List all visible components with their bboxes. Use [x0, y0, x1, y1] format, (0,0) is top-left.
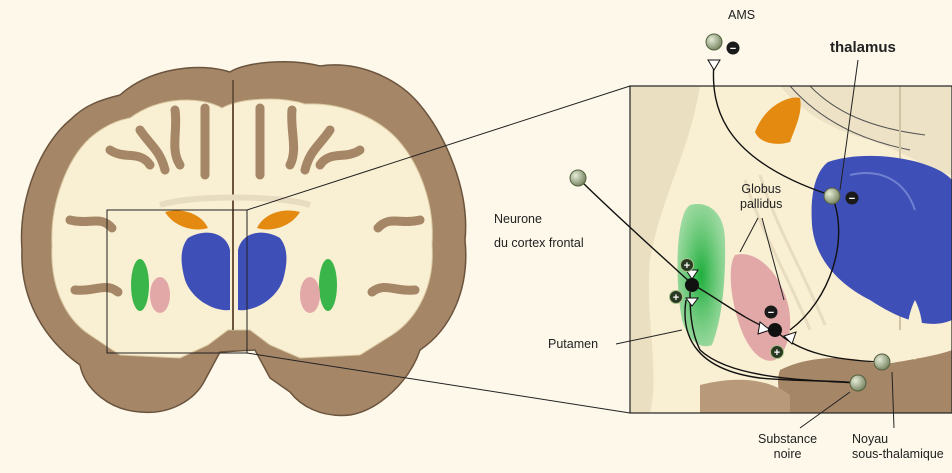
- putamen-right: [319, 259, 337, 311]
- label-neurone: Neurone: [494, 212, 542, 227]
- label-substance-line1: Substance: [758, 432, 817, 447]
- neuron-substance-noire: [850, 375, 866, 391]
- label-putamen: Putamen: [548, 337, 598, 352]
- globus-pallidus-left: [150, 277, 170, 313]
- neuron-cortex-frontal: [570, 170, 586, 186]
- inset-putamen: [678, 204, 726, 346]
- badge-gp-plus: +: [771, 346, 784, 360]
- magnified-inset: [630, 86, 952, 413]
- neuron-ams: [706, 34, 722, 50]
- svg-text:+: +: [774, 347, 780, 359]
- label-globus-line1: Globus: [740, 182, 782, 197]
- putamen-left: [131, 259, 149, 311]
- label-noyau-line2: sous-thalamique: [852, 447, 944, 462]
- label-substance-noire: Substance noire: [758, 432, 817, 462]
- label-substance-line2: noire: [758, 447, 817, 462]
- svg-text:−: −: [768, 307, 774, 319]
- badge-ams-minus: −: [727, 42, 740, 56]
- neuron-thalamus: [824, 188, 840, 204]
- svg-text:−: −: [849, 193, 855, 205]
- svg-text:−: −: [730, 43, 736, 55]
- svg-text:+: +: [673, 292, 679, 304]
- svg-text:+: +: [684, 260, 690, 272]
- globus-pallidus-right: [300, 277, 320, 313]
- coronal-brain-section: [22, 62, 466, 416]
- badge-putamen-plus-bottom: +: [670, 291, 683, 305]
- label-neurone-line1: Neurone: [494, 212, 542, 227]
- label-globus-line2: pallidus: [740, 197, 782, 212]
- label-noyau-sous-thalamique: Noyau sous-thalamique: [852, 432, 944, 462]
- arrowhead-ams: [708, 60, 720, 70]
- label-thalamus: thalamus: [830, 40, 896, 55]
- synapse-globus-pallidus: [768, 323, 782, 337]
- synapse-putamen: [685, 278, 699, 292]
- label-noyau-line1: Noyau: [852, 432, 944, 447]
- label-globus-pallidus: Globus pallidus: [740, 182, 782, 212]
- badge-putamen-plus-top: +: [681, 259, 694, 273]
- label-neurone-line2: du cortex frontal: [494, 236, 584, 251]
- label-ams: AMS: [728, 8, 755, 23]
- neuron-noyau-sous-thalamique: [874, 354, 890, 370]
